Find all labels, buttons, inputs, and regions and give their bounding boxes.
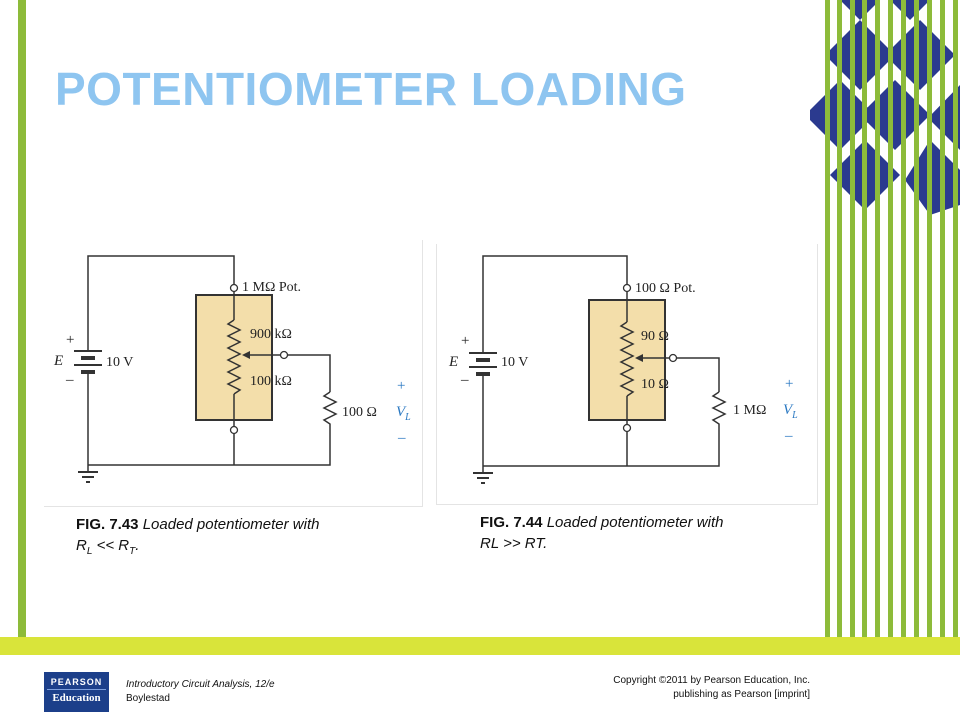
figure-7-44-panel: 100 Ω Pot. 90 Ω 10 Ω 1 MΩ E 10 V + – + V… [436, 244, 818, 505]
book-info: Introductory Circuit Analysis, 12/e Boyl… [126, 678, 275, 706]
lower-resistance-label: 100 kΩ [250, 374, 292, 389]
wiper-arrow [635, 354, 643, 362]
caption-fig-number: FIG. 7.43 [76, 516, 139, 533]
figure-7-43-caption: FIG. 7.43 Loaded potentiometer with RL <… [76, 516, 320, 557]
source-voltage-label: 10 V [106, 355, 133, 370]
vl-symbol: VL [783, 402, 798, 421]
caption-fig-number: FIG. 7.44 [480, 514, 543, 531]
load-resistance-label: 1 MΩ [733, 403, 766, 418]
source-symbol: E [53, 353, 63, 369]
figure-7-43-circuit: 1 MΩ Pot. 900 kΩ 100 kΩ 100 Ω E 10 V + –… [53, 255, 411, 483]
right-decoration [810, 0, 960, 720]
figure-7-43-panel: 1 MΩ Pot. 900 kΩ 100 kΩ 100 Ω E 10 V + –… [44, 240, 423, 507]
battery-plus: + [461, 333, 469, 349]
figure-7-44-caption: FIG. 7.44 Loaded potentiometer with RL >… [480, 514, 724, 552]
green-stripes [825, 0, 958, 720]
battery-minus: – [460, 372, 469, 388]
vl-minus: – [397, 430, 406, 446]
load-resistance-label: 100 Ω [342, 405, 377, 420]
book-author: Boylestad [126, 693, 170, 704]
battery-plus: + [66, 332, 74, 348]
pearson-logo: PEARSON Education [44, 672, 109, 712]
copyright-notice: Copyright ©2011 by Pearson Education, In… [613, 675, 810, 700]
slide-title: POTENTIOMETER LOADING [55, 63, 687, 115]
vl-symbol: VL [396, 404, 411, 423]
vl-minus: – [784, 428, 793, 444]
book-title: Introductory Circuit Analysis, 12/e [126, 679, 275, 690]
footer-separator-band [0, 637, 960, 655]
upper-resistance-label: 90 Ω [641, 329, 669, 344]
battery-minus: – [65, 372, 74, 388]
pot-value-label: 100 Ω Pot. [635, 281, 696, 296]
vl-plus: + [397, 378, 405, 394]
lower-resistance-label: 10 Ω [641, 377, 669, 392]
upper-resistance-label: 900 kΩ [250, 327, 292, 342]
source-voltage-label: 10 V [501, 355, 528, 370]
source-symbol: E [448, 354, 458, 370]
wiper-arrow [242, 351, 250, 359]
footer [0, 655, 960, 720]
left-accent-bar [18, 0, 26, 640]
figure-7-44-circuit: 100 Ω Pot. 90 Ω 10 Ω 1 MΩ E 10 V + – + V… [448, 255, 798, 484]
pot-value-label: 1 MΩ Pot. [242, 280, 301, 295]
vl-plus: + [785, 376, 793, 392]
navy-diamond-pattern [810, 0, 960, 215]
